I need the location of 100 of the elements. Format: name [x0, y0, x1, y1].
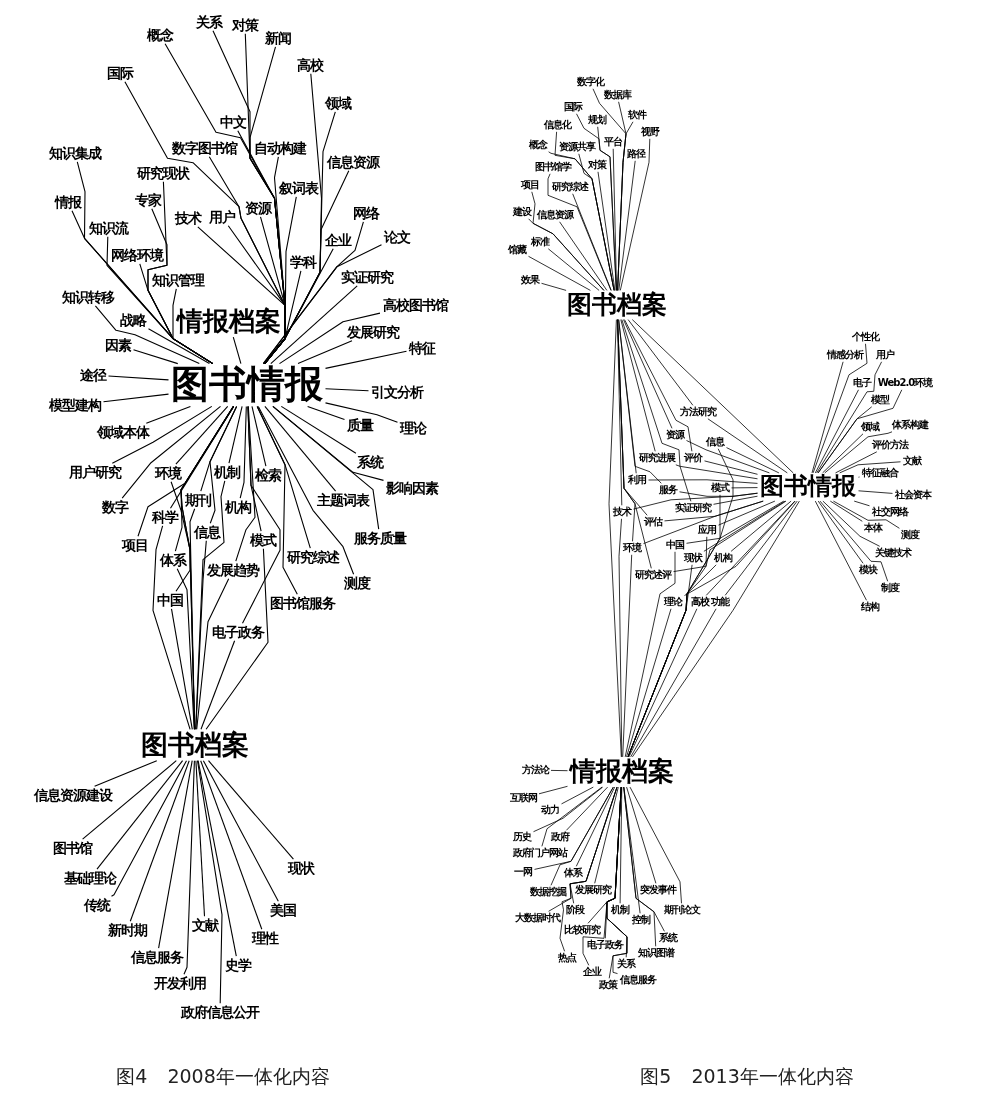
keyword-label: 知识流 [87, 220, 129, 236]
connector-line [819, 500, 889, 582]
keyword-label: 功能 [710, 596, 730, 608]
keyword-label: 信息资源 [536, 209, 574, 221]
keyword-label: 项目 [121, 537, 149, 553]
connector-line [853, 500, 870, 507]
keyword-label: 数字 [101, 499, 129, 515]
keyword-label: 热点 [557, 952, 577, 964]
keyword-label: 美国 [269, 902, 297, 918]
connector-line [550, 770, 568, 772]
keyword-label: 情报 [54, 194, 82, 210]
connector-line [835, 451, 878, 474]
connector-line [618, 518, 623, 758]
keyword-label: 突发事件 [639, 884, 677, 896]
connector-line [627, 564, 717, 758]
keyword-label: 社会资本 [894, 489, 932, 501]
keyword-label: 自动构建 [253, 140, 307, 156]
connector-line [621, 319, 692, 502]
keyword-label: 机构 [224, 499, 252, 515]
keyword-label: 比较研究 [563, 924, 601, 936]
keyword-label: 概念 [528, 139, 548, 151]
connector-line [147, 328, 210, 365]
keyword-label: 研究进展 [638, 452, 676, 464]
keyword-label: 利用 [627, 474, 647, 486]
connector-line [241, 405, 281, 624]
keyword-label: 叙词表 [277, 180, 319, 196]
keyword-label: 电子 [852, 377, 872, 389]
keyword-label: 特征 [408, 340, 436, 356]
keyword-label: 知识管理 [151, 272, 205, 288]
connector-line [550, 786, 614, 886]
keyword-label: 高校 [296, 57, 324, 73]
connector-line [96, 760, 184, 870]
connector-line [675, 464, 758, 480]
keyword-label: 期刊论文 [663, 904, 701, 916]
keyword-label: 互联网 [508, 792, 538, 804]
keyword-label: 网络环境 [110, 247, 164, 263]
keyword-label: 研究综述 [551, 181, 589, 193]
keyword-label: 途径 [79, 367, 107, 383]
keyword-label: 论文 [383, 229, 411, 245]
connector-line [547, 173, 612, 291]
connector-line [704, 460, 758, 475]
connector-line [822, 433, 864, 474]
connector-line [624, 319, 693, 452]
connector-line [673, 500, 787, 572]
keyword-label: 评估 [643, 516, 663, 528]
connector-line [730, 500, 792, 552]
connector-line [228, 405, 243, 464]
keyword-label: 机制 [213, 464, 241, 480]
connector-line [575, 786, 616, 867]
keyword-label: 本体 [863, 522, 883, 534]
keyword-label: 信息 [193, 524, 221, 540]
connector-line [824, 431, 893, 474]
keyword-label: 新时期 [106, 922, 148, 938]
keyword-label: 企业 [324, 232, 352, 248]
connector-line [561, 786, 594, 805]
connector-line [152, 525, 191, 730]
connector-line [107, 375, 170, 381]
connector-line [272, 405, 380, 530]
keyword-label: 环境 [154, 465, 182, 481]
keyword-label: 实证研究 [340, 269, 394, 285]
connector-line [597, 126, 617, 291]
keyword-label: 资源 [244, 200, 272, 216]
keyword-label: 高校图书馆 [381, 297, 449, 313]
keyword-label: 概念 [146, 27, 174, 43]
keyword-label: 主题词表 [316, 492, 370, 508]
hub-keyword-label: 情报档案 [569, 758, 675, 786]
connector-line [541, 786, 603, 847]
connector-line [597, 171, 616, 291]
keyword-label: 学科 [289, 254, 317, 270]
keyword-label: 关系 [195, 14, 223, 30]
keyword-label: 模块 [858, 564, 878, 576]
connector-line [648, 479, 758, 484]
connector-line [816, 361, 882, 474]
keyword-label: 评价 [683, 452, 703, 464]
keyword-label: 数字化 [575, 76, 605, 88]
connector-line [632, 500, 800, 758]
connector-line [684, 500, 796, 596]
connector-line [145, 405, 191, 424]
keyword-label: 因素 [104, 337, 132, 353]
keyword-label: 资源 [665, 429, 685, 441]
connector-line [626, 608, 672, 758]
keyword-label: 战略 [119, 312, 147, 328]
keyword-label: 信息 [705, 436, 725, 448]
connector-line [703, 500, 786, 552]
keyword-label: 检索 [254, 467, 282, 483]
connector-line [533, 786, 604, 833]
connector-line [158, 760, 193, 949]
keyword-label: 现状 [287, 860, 315, 876]
keyword-label: 影响因素 [385, 480, 439, 496]
connector-line [270, 285, 358, 365]
keyword-label: 历史 [512, 831, 532, 843]
keyword-label: 信息服务 [130, 949, 184, 965]
connector-line [541, 282, 567, 291]
keyword-label: 数字图书馆 [170, 140, 238, 156]
keyword-label: 政府信息公开 [180, 1004, 260, 1020]
keyword-label: 模型 [870, 394, 890, 406]
connector-line [623, 786, 641, 914]
connector-line [207, 760, 294, 860]
keyword-label: 标准 [530, 236, 550, 248]
keyword-label: 模式 [710, 482, 730, 494]
